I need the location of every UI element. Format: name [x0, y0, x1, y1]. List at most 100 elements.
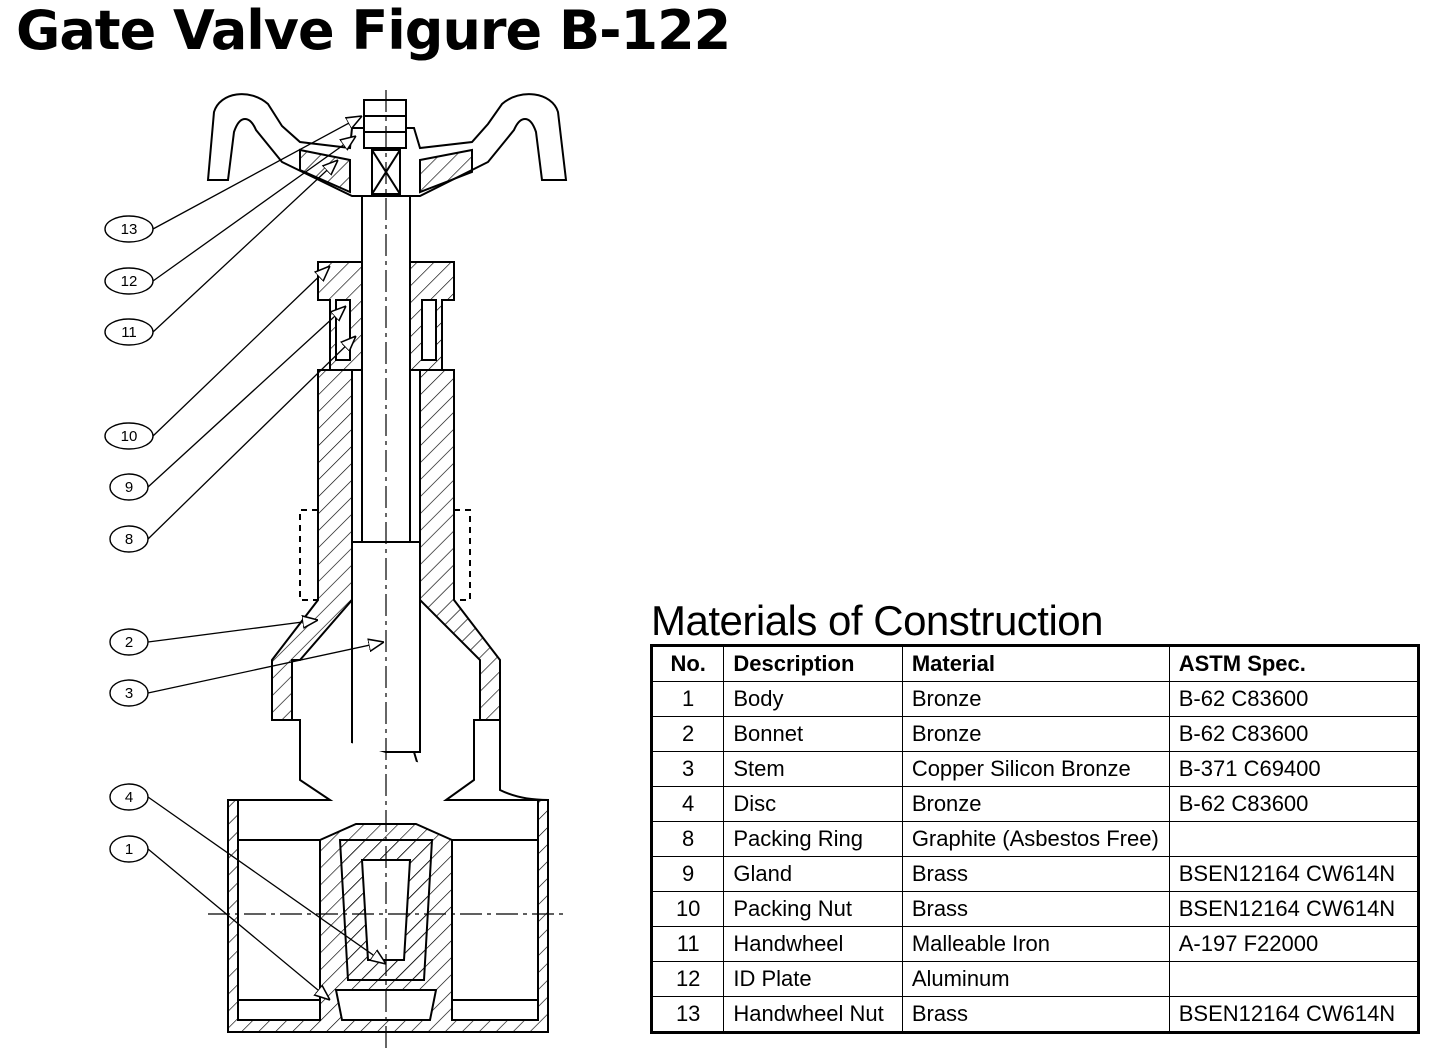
- cell-material: Brass: [901, 856, 1170, 892]
- cell-material: Graphite (Asbestos Free): [901, 821, 1170, 857]
- cell-no: 4: [650, 786, 725, 822]
- cell-material: Brass: [901, 996, 1170, 1033]
- cell-material: Copper Silicon Bronze: [901, 751, 1170, 787]
- table-row: 4 Disc Bronze B-62 C83600: [650, 786, 1420, 822]
- cell-astm-spec: [1168, 821, 1420, 857]
- table-header-row: No. Description Material ASTM Spec.: [650, 645, 1420, 682]
- table-title: Materials of Construction: [651, 597, 1104, 644]
- table-row: 11 Handwheel Malleable Iron A-197 F22000: [650, 926, 1420, 962]
- column-header-material: Material: [901, 645, 1170, 682]
- cell-description: Stem: [723, 751, 903, 787]
- callout-label: 12: [121, 273, 138, 290]
- callout-leader-line: [147, 620, 318, 643]
- cell-no: 12: [650, 961, 725, 997]
- cell-astm-spec: BSEN12164 CW614N: [1168, 856, 1420, 892]
- callout-label: 13: [121, 221, 138, 238]
- cell-astm-spec: B-62 C83600: [1168, 716, 1420, 752]
- callout-13: 13: [104, 116, 362, 243]
- handwheel: [206, 93, 568, 197]
- callout-bubble: [109, 783, 149, 811]
- gate-valve-cross-section-drawing: 13 12 11 10 9 8 2 3 4 1: [104, 90, 568, 1048]
- callout-leader-line: [152, 266, 330, 437]
- callout-leader-line: [152, 136, 356, 282]
- cell-no: 1: [650, 681, 725, 717]
- cell-astm-spec: BSEN12164 CW614N: [1168, 891, 1420, 927]
- cell-astm-spec: A-197 F22000: [1168, 926, 1420, 962]
- callout-label: 8: [125, 531, 133, 548]
- callout-label: 11: [121, 324, 137, 341]
- callout-leader-line: [147, 642, 384, 694]
- cell-material: Bronze: [901, 716, 1170, 752]
- callout-bubble: [109, 835, 149, 863]
- column-header-no: No.: [650, 645, 725, 682]
- callout-label: 3: [125, 685, 133, 702]
- callout-leader-line: [152, 160, 338, 333]
- callout-8: 8: [109, 336, 356, 553]
- cell-no: 3: [650, 751, 725, 787]
- cell-description: Handwheel Nut: [723, 996, 903, 1033]
- cell-description: Packing Ring: [723, 821, 903, 857]
- cell-no: 9: [650, 856, 725, 892]
- callout-2: 2: [109, 620, 318, 656]
- cell-material: Bronze: [901, 786, 1170, 822]
- cell-astm-spec: [1168, 961, 1420, 997]
- cell-description: Disc: [723, 786, 903, 822]
- callout-label: 1: [125, 841, 133, 858]
- cell-astm-spec: BSEN12164 CW614N: [1168, 996, 1420, 1033]
- callout-leader-line: [152, 116, 362, 230]
- cell-material: Brass: [901, 891, 1170, 927]
- column-header-description: Description: [723, 645, 903, 682]
- cell-material: Aluminum: [901, 961, 1170, 997]
- table-row: 10 Packing Nut Brass BSEN12164 CW614N: [650, 891, 1420, 927]
- callout-bubble: [109, 628, 149, 656]
- table-row: 1 Body Bronze B-62 C83600: [650, 681, 1420, 717]
- callout-label: 10: [121, 428, 138, 445]
- callout-bubble: [104, 318, 154, 346]
- callout-10: 10: [104, 266, 330, 450]
- cell-description: ID Plate: [723, 961, 903, 997]
- cell-material: Bronze: [901, 681, 1170, 717]
- cell-material: Malleable Iron: [901, 926, 1170, 962]
- callout-1: 1: [109, 835, 330, 1000]
- centerlines: [208, 90, 568, 1048]
- cell-astm-spec: B-62 C83600: [1168, 681, 1420, 717]
- table-row: 9 Gland Brass BSEN12164 CW614N: [650, 856, 1420, 892]
- callout-3: 3: [109, 642, 384, 707]
- callout-bubble: [109, 679, 149, 707]
- callout-4: 4: [109, 783, 386, 964]
- cell-no: 13: [650, 996, 725, 1033]
- callout-11: 11: [104, 160, 338, 346]
- callout-leader-line: [147, 336, 356, 540]
- cell-description: Gland: [723, 856, 903, 892]
- callout-bubble: [109, 525, 149, 553]
- cell-description: Body: [723, 681, 903, 717]
- cell-no: 11: [650, 926, 725, 962]
- callout-label: 2: [125, 634, 133, 651]
- callout-bubble: [109, 473, 149, 501]
- table-row: 2 Bonnet Bronze B-62 C83600: [650, 716, 1420, 752]
- callout-label: 9: [125, 479, 133, 496]
- callout-leader-line: [147, 796, 386, 964]
- page-title: Gate Valve Figure B-122: [16, 0, 731, 62]
- cell-no: 8: [650, 821, 725, 857]
- cell-description: Packing Nut: [723, 891, 903, 927]
- table-row: 12 ID Plate Aluminum: [650, 961, 1420, 997]
- column-header-astm-spec: ASTM Spec.: [1168, 645, 1420, 682]
- table-row: 3 Stem Copper Silicon Bronze B-371 C6940…: [650, 751, 1420, 787]
- part-callouts: 13 12 11 10 9 8 2 3 4 1: [104, 116, 386, 1000]
- table-row: 13 Handwheel Nut Brass BSEN12164 CW614N: [650, 996, 1420, 1033]
- cell-astm-spec: B-62 C83600: [1168, 786, 1420, 822]
- callout-leader-line: [147, 306, 346, 488]
- cell-astm-spec: B-371 C69400: [1168, 751, 1420, 787]
- cell-no: 2: [650, 716, 725, 752]
- callout-leader-line: [147, 848, 330, 1000]
- table-row: 8 Packing Ring Graphite (Asbestos Free): [650, 821, 1420, 857]
- callout-label: 4: [125, 789, 133, 806]
- cell-no: 10: [650, 891, 725, 927]
- cell-description: Bonnet: [723, 716, 903, 752]
- callout-bubble: [104, 422, 154, 450]
- materials-table: No. Description Material ASTM Spec. 1 Bo…: [650, 644, 1420, 1034]
- callout-bubble: [104, 215, 154, 243]
- callout-9: 9: [109, 306, 346, 501]
- cell-description: Handwheel: [723, 926, 903, 962]
